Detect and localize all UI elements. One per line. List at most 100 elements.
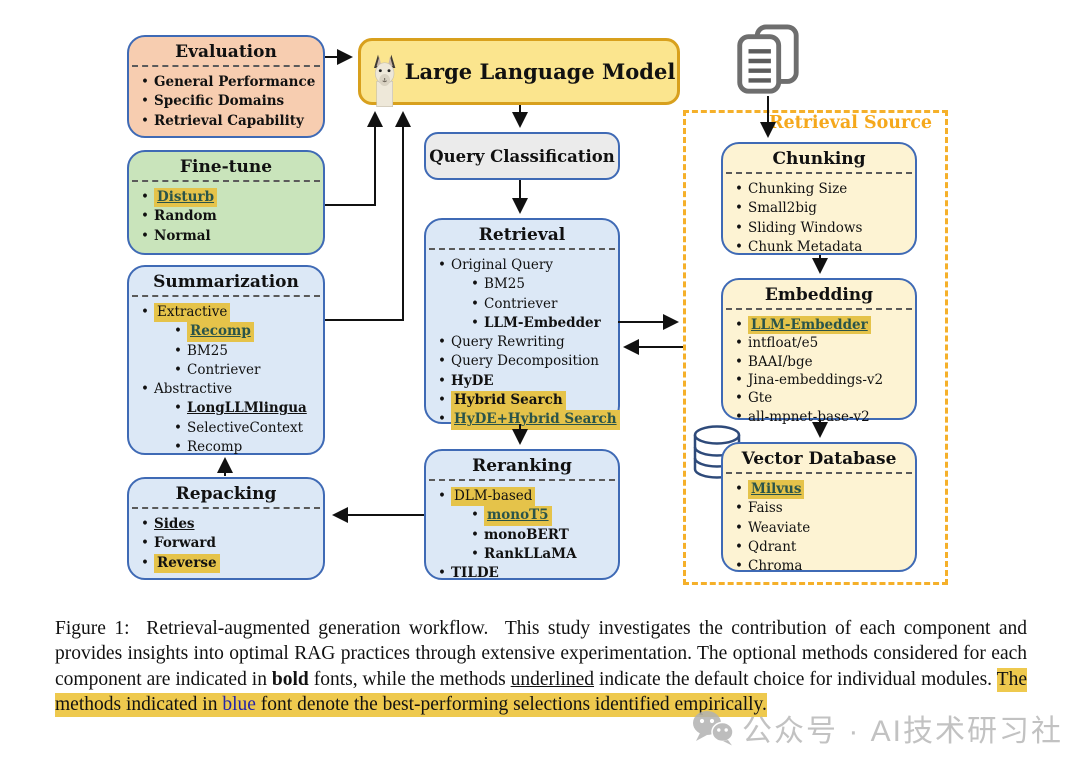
list-item-label: Query Rewriting — [451, 334, 565, 351]
list-item-label: HyDE+Hybrid Search — [451, 410, 620, 430]
list-item-label: Query Decomposition — [451, 353, 600, 370]
retrieval-items: •Original Query•BM25•Contriever•LLM-Embe… — [426, 250, 620, 434]
list-item: •General Performance — [139, 73, 319, 92]
list-item: •LLM-Embedder — [469, 314, 614, 333]
list-item-label: Faiss — [748, 500, 783, 517]
wechat-icon — [693, 711, 734, 746]
list-item-label: Specific Domains — [154, 93, 285, 110]
bullet-dot-icon: • — [438, 334, 446, 351]
list-item-label: Extractive — [154, 303, 231, 323]
llm-title: Large Language Model — [404, 59, 676, 84]
list-item-label: Jina-embeddings-v2 — [748, 372, 884, 389]
embedding-title: Embedding — [726, 280, 912, 310]
list-item-label: BM25 — [484, 276, 525, 293]
list-item-label: Normal — [154, 227, 211, 244]
caption-segment: blue — [222, 693, 256, 718]
list-item-label: Sides — [154, 516, 195, 532]
bullet-dot-icon: • — [174, 323, 182, 340]
bullet-dot-icon: • — [438, 411, 446, 428]
list-item: •BAAI/bge — [733, 353, 911, 371]
bullet-dot-icon: • — [735, 481, 743, 497]
list-item: • Jina-embeddings-v2 — [733, 371, 911, 389]
bullet-dot-icon: • — [141, 381, 149, 398]
list-item-label: BM25 — [187, 342, 228, 359]
list-item-label: BAAI/bge — [748, 353, 813, 370]
list-item: •Reverse — [139, 553, 319, 573]
bullet-dot-icon: • — [438, 257, 446, 273]
vector-database-box: Vector Database •Milvus•Faiss•Weaviate•Q… — [721, 442, 917, 574]
list-item: •Specific Domains — [139, 92, 319, 111]
bullet-dot-icon: • — [141, 208, 149, 225]
list-item: •Disturb — [139, 188, 319, 208]
evaluation-box: Evaluation •General Performance•Specific… — [127, 35, 325, 138]
retrieval-title: Retrieval — [429, 220, 615, 250]
retrieval-source-label: Retrieval Source — [768, 113, 932, 133]
list-item-label: Forward — [154, 535, 216, 552]
documents-icon — [737, 24, 799, 94]
list-item-label: Gte — [748, 390, 773, 407]
bullet-dot-icon: • — [438, 392, 446, 409]
list-item-label: Retrieval Capability — [154, 112, 304, 129]
llama-icon — [374, 54, 396, 107]
list-item-label: LLM-Embedder — [748, 316, 871, 335]
reranking-title: Reranking — [429, 451, 615, 481]
list-item-label: Qdrant — [748, 538, 797, 555]
bullet-dot-icon: • — [438, 353, 446, 370]
retrieval-box: Retrieval •Original Query•BM25•Contrieve… — [424, 218, 620, 430]
embedding-box: Embedding •LLM-Embedder•intfloat/e5•BAAI… — [721, 278, 917, 425]
list-item-label: Random — [154, 208, 217, 225]
reranking-box: Reranking •DLM-based•monoT5•monoBERT•Ran… — [424, 449, 620, 581]
list-item: • Faiss — [733, 499, 911, 518]
list-item: • Query Decomposition — [436, 352, 614, 371]
bullet-dot-icon: • — [735, 500, 743, 517]
list-item: • HyDE+Hybrid Search — [436, 410, 620, 430]
bullet-dot-icon: • — [735, 519, 743, 536]
list-item: •Sliding Windows — [733, 219, 911, 238]
caption-segment: underlined — [510, 668, 595, 690]
list-item: • RankLLaMA — [469, 545, 614, 564]
bullet-dot-icon: • — [174, 342, 182, 359]
bullet-dot-icon: • — [174, 400, 182, 417]
list-item-label: LongLLMlingua — [187, 400, 307, 417]
bullet-dot-icon: • — [735, 372, 743, 389]
fine-tune-title: Fine-tune — [132, 152, 320, 182]
bullet-dot-icon: • — [471, 545, 479, 562]
list-item: •Chunking Size — [733, 180, 911, 199]
list-item: •SelectiveContext — [172, 419, 319, 438]
bullet-dot-icon: • — [735, 390, 743, 407]
bullet-dot-icon: • — [141, 74, 149, 90]
list-item: • monoT5 — [469, 506, 614, 526]
summarization-box: Summarization •Extractive•Recomp•BM25•Co… — [127, 265, 325, 455]
bullet-dot-icon: • — [735, 558, 743, 575]
bullet-dot-icon: • — [141, 227, 149, 244]
list-item: • BM25 — [172, 342, 319, 361]
watermark-text: 公众号 · AI技术研习社 — [742, 715, 1064, 748]
list-item: • Gte — [733, 389, 911, 407]
list-item-label: Reverse — [154, 553, 220, 573]
list-item-label: monoT5 — [484, 506, 552, 526]
list-item-label: Contriever — [187, 361, 261, 378]
list-item-label: RankLLaMA — [484, 545, 577, 562]
list-item: •Chunk Metadata — [733, 238, 911, 257]
bullet-dot-icon: • — [141, 189, 149, 205]
list-item-label: Sliding Windows — [748, 219, 863, 236]
bullet-dot-icon: • — [735, 317, 743, 333]
caption-segment: font denote the best-performing selectio… — [255, 693, 767, 718]
fine-tune-items: •Disturb•Random•Normal — [129, 182, 323, 250]
bullet-dot-icon: • — [471, 507, 479, 524]
bullet-dot-icon: • — [735, 181, 743, 197]
large-language-model-box: Large Language Model — [358, 38, 680, 105]
list-item: • Normal — [139, 227, 319, 246]
bullet-dot-icon: • — [735, 335, 743, 352]
list-item-label: Weaviate — [748, 519, 811, 536]
caption-segment: indicate the default choice for individu… — [594, 668, 997, 690]
bullet-dot-icon: • — [735, 238, 743, 255]
bullet-dot-icon: • — [174, 361, 182, 378]
list-item: •Small2big — [733, 199, 911, 218]
list-item: •Contriever — [469, 295, 614, 314]
caption-segment: Figure 1: Retrieval-augmented generation… — [55, 618, 1027, 690]
bullet-dot-icon: • — [174, 439, 182, 456]
evaluation-items: •General Performance•Specific Domains • Re… — [129, 67, 323, 135]
list-item: •Recomp — [172, 322, 319, 342]
